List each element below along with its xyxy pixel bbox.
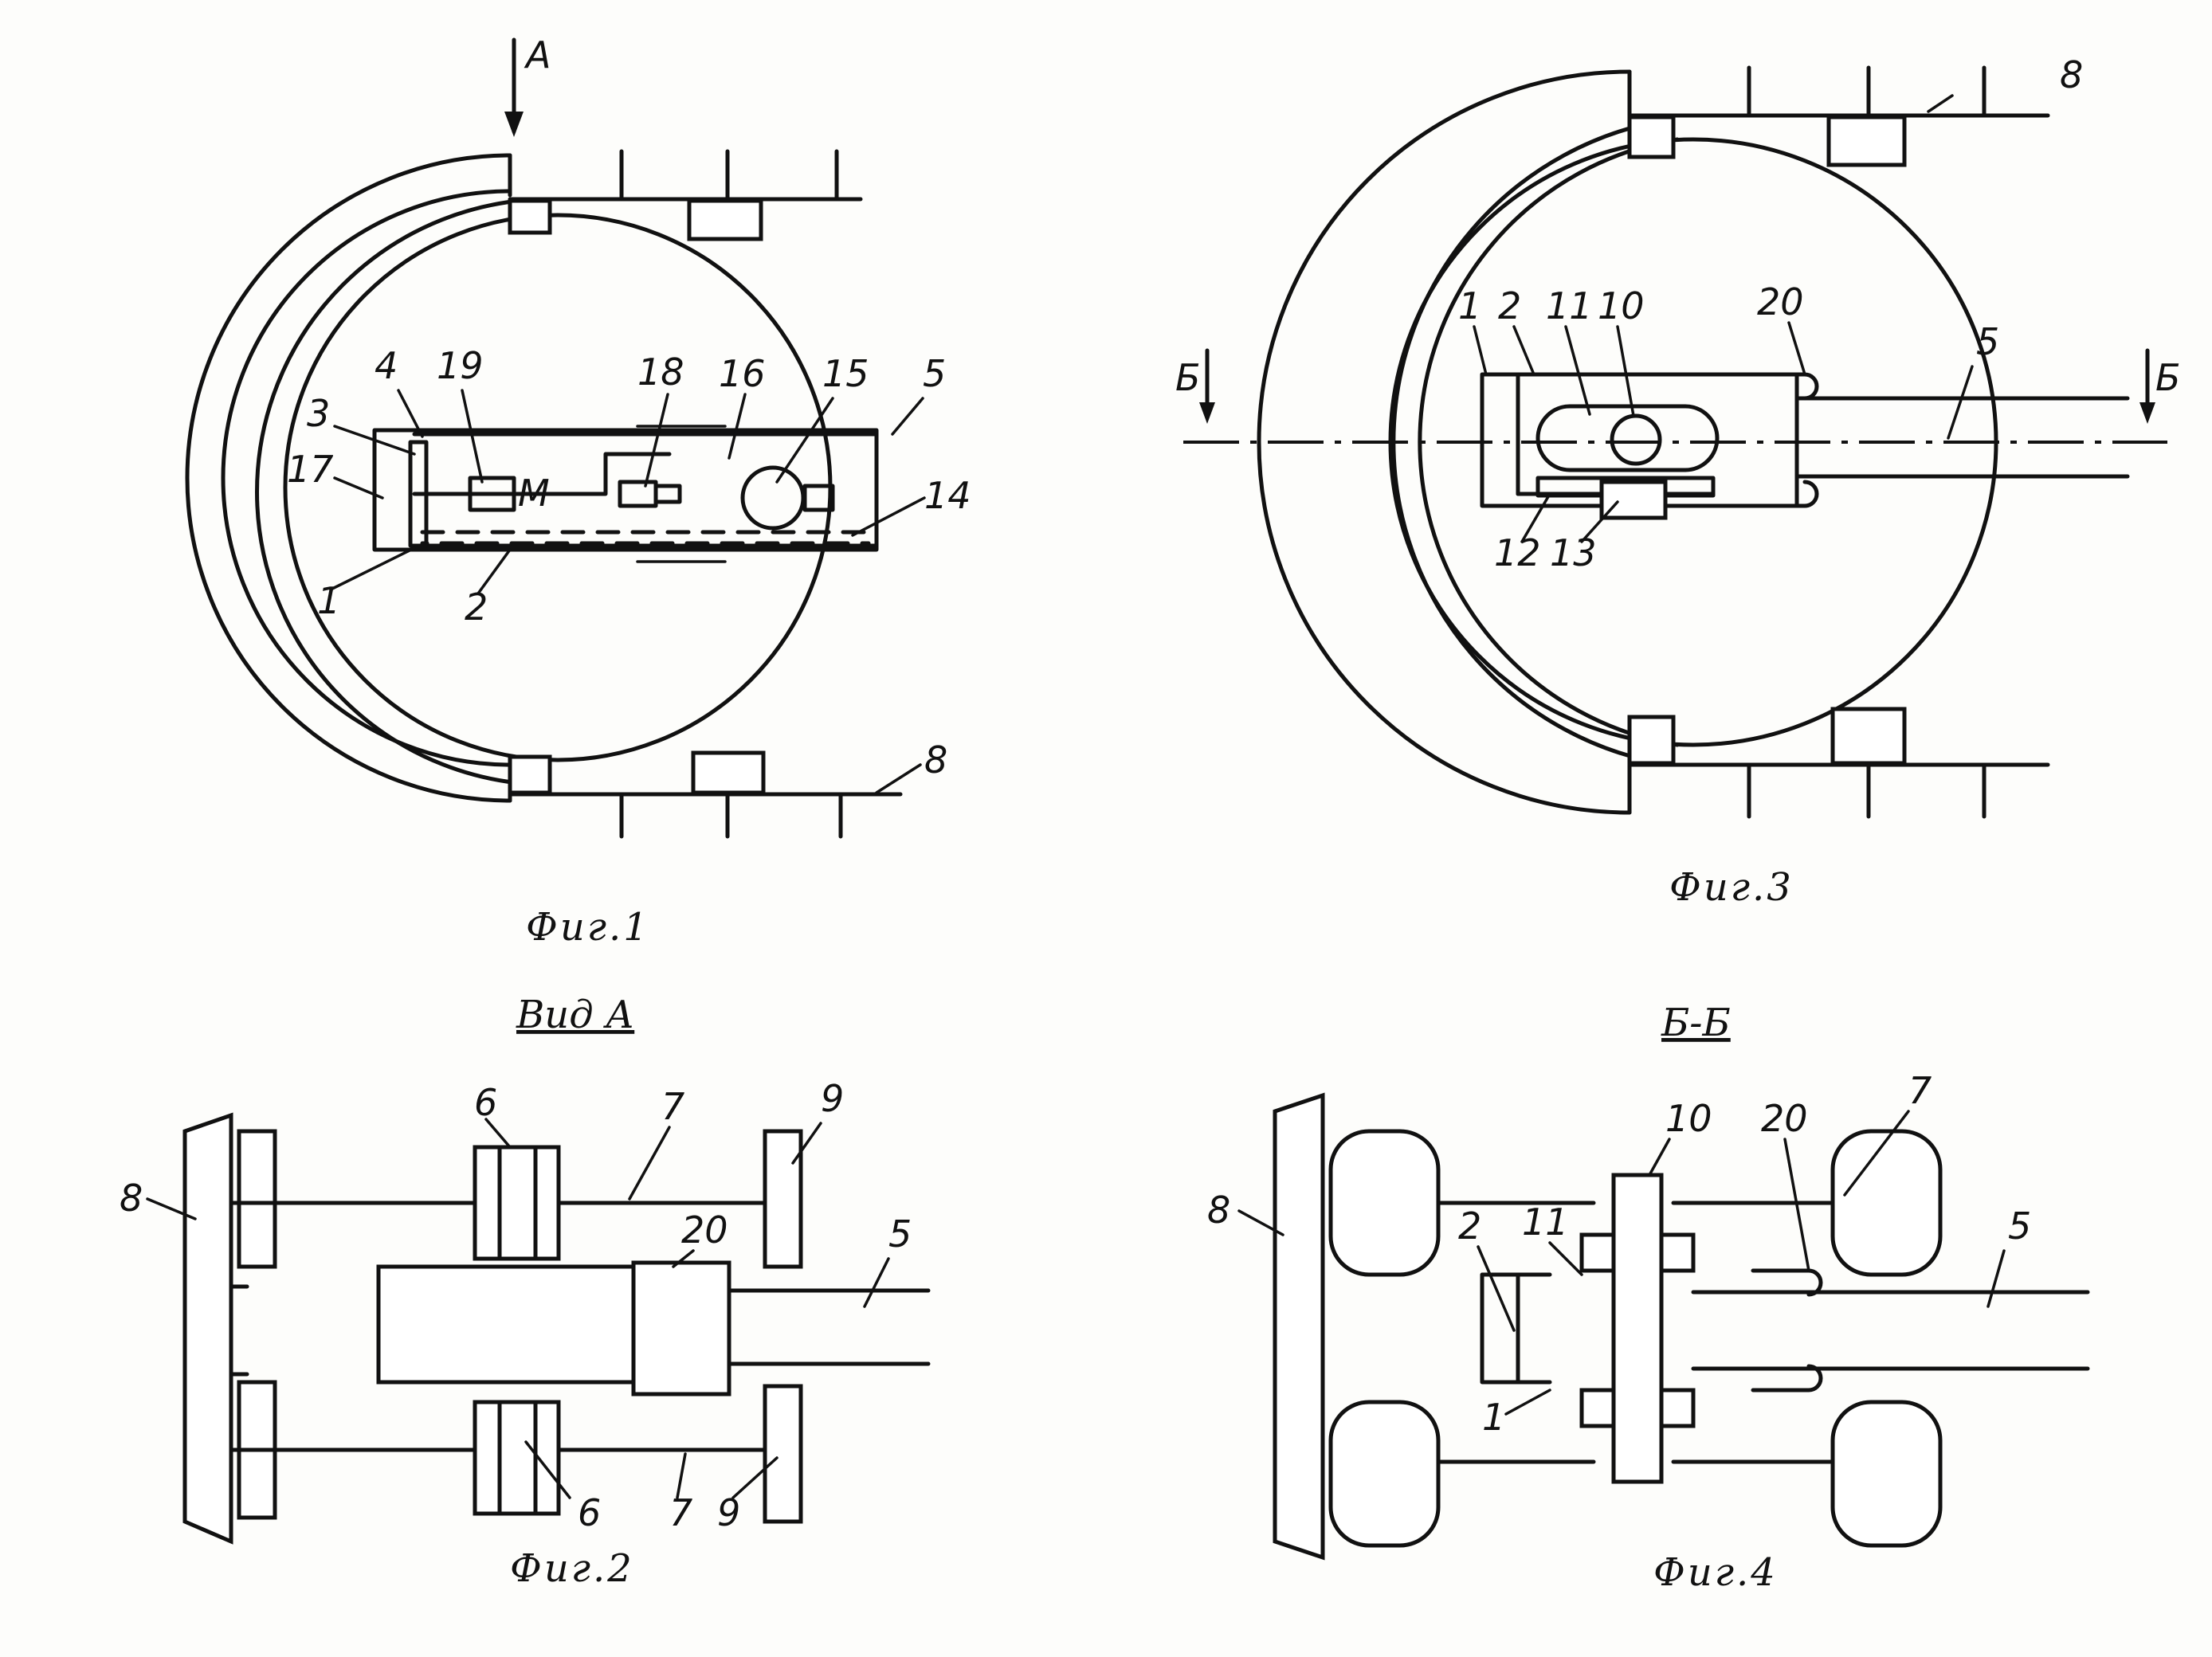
figure-3: Б Б 8 1 2 11 10 20 5 12 13 Фиг.3 (1175, 53, 2181, 910)
label-8: 8 (924, 738, 947, 781)
block-20 (631, 1260, 731, 1397)
label-19: 19 (437, 344, 484, 387)
label-5: 5 (1976, 320, 1999, 363)
label-5: 5 (2008, 1205, 2031, 1248)
caption-fig3: Фиг.3 (1669, 865, 1794, 910)
label-14: 14 (924, 474, 971, 517)
carriage-body (372, 428, 879, 552)
caption-fig4: Фиг.4 (1653, 1550, 1778, 1595)
label-17: 17 (287, 448, 334, 491)
label-20: 20 (1757, 280, 1804, 323)
label-9-bottom: 9 (717, 1491, 740, 1534)
label-1: 1 (1458, 284, 1481, 327)
label-8: 8 (120, 1177, 143, 1220)
label-5: 5 (923, 352, 946, 395)
label-11: 11 (1546, 284, 1593, 327)
caption-fig2: Фиг.2 (510, 1546, 634, 1591)
view-marker-a: A (524, 33, 551, 76)
label-20: 20 (1761, 1097, 1808, 1140)
figure-1: A M (185, 33, 971, 950)
label-13: 13 (1550, 531, 1597, 574)
wheel-9-bottom (763, 1384, 803, 1524)
label-10: 10 (1598, 284, 1645, 327)
rail-8 (1273, 1092, 1325, 1561)
label-16: 16 (719, 352, 766, 395)
label-7-top: 7 (661, 1085, 684, 1128)
label-1: 1 (1482, 1396, 1505, 1439)
label-20: 20 (681, 1208, 728, 1252)
section-marker-right: Б (2155, 356, 2181, 399)
ball-15 (740, 465, 806, 531)
axle-10 (1611, 1173, 1664, 1484)
label-12: 12 (1494, 531, 1541, 574)
tire-bottom-right (1830, 1400, 1943, 1548)
label-2: 2 (465, 586, 488, 629)
slot-11 (1535, 404, 1720, 472)
label-18: 18 (637, 351, 684, 394)
pin-10 (1610, 413, 1662, 466)
label-8: 8 (1207, 1189, 1230, 1232)
rail-8 (182, 1112, 233, 1545)
label-4: 4 (375, 344, 398, 387)
label-9-top: 9 (821, 1077, 844, 1120)
section-marker-left: Б (1175, 356, 1201, 399)
label-8: 8 (2060, 53, 2083, 96)
carriage-block (376, 1264, 636, 1385)
label-2: 2 (1498, 284, 1521, 327)
motor-m (468, 476, 516, 512)
figure-2: Вид А 6 7 9 8 20 5 6 7 9 (120, 993, 931, 1591)
caption-fig1: Фиг.1 (526, 905, 650, 950)
outer-arc (185, 153, 512, 803)
view-arrowhead (504, 112, 524, 137)
label-15: 15 (822, 352, 869, 395)
label-11: 11 (1522, 1201, 1569, 1244)
wheel-9-top (763, 1129, 803, 1269)
tire-top-left (1328, 1129, 1441, 1277)
label-5: 5 (888, 1212, 912, 1255)
tire-bottom-left (1328, 1400, 1441, 1548)
inner-arc (221, 189, 512, 767)
outer-arc-3 (1257, 69, 1632, 815)
label-7-bottom: 7 (669, 1491, 692, 1534)
svg-text:M: M (518, 472, 550, 515)
label-6-bottom: 6 (578, 1491, 601, 1534)
label-2: 2 (1458, 1205, 1481, 1248)
block-13 (1599, 480, 1668, 520)
label-3: 3 (307, 392, 330, 435)
wheel-circle (283, 213, 833, 762)
figure-4: Б-Б 10 20 7 8 2 11 5 1 Ф (1207, 1001, 2090, 1595)
title-section-bb: Б-Б (1661, 1001, 1731, 1045)
tire-top-right (1830, 1129, 1943, 1277)
label-6-top: 6 (474, 1081, 497, 1124)
label-10: 10 (1665, 1097, 1712, 1140)
label-7: 7 (1908, 1069, 1932, 1112)
title-view-a: Вид А (516, 993, 634, 1037)
